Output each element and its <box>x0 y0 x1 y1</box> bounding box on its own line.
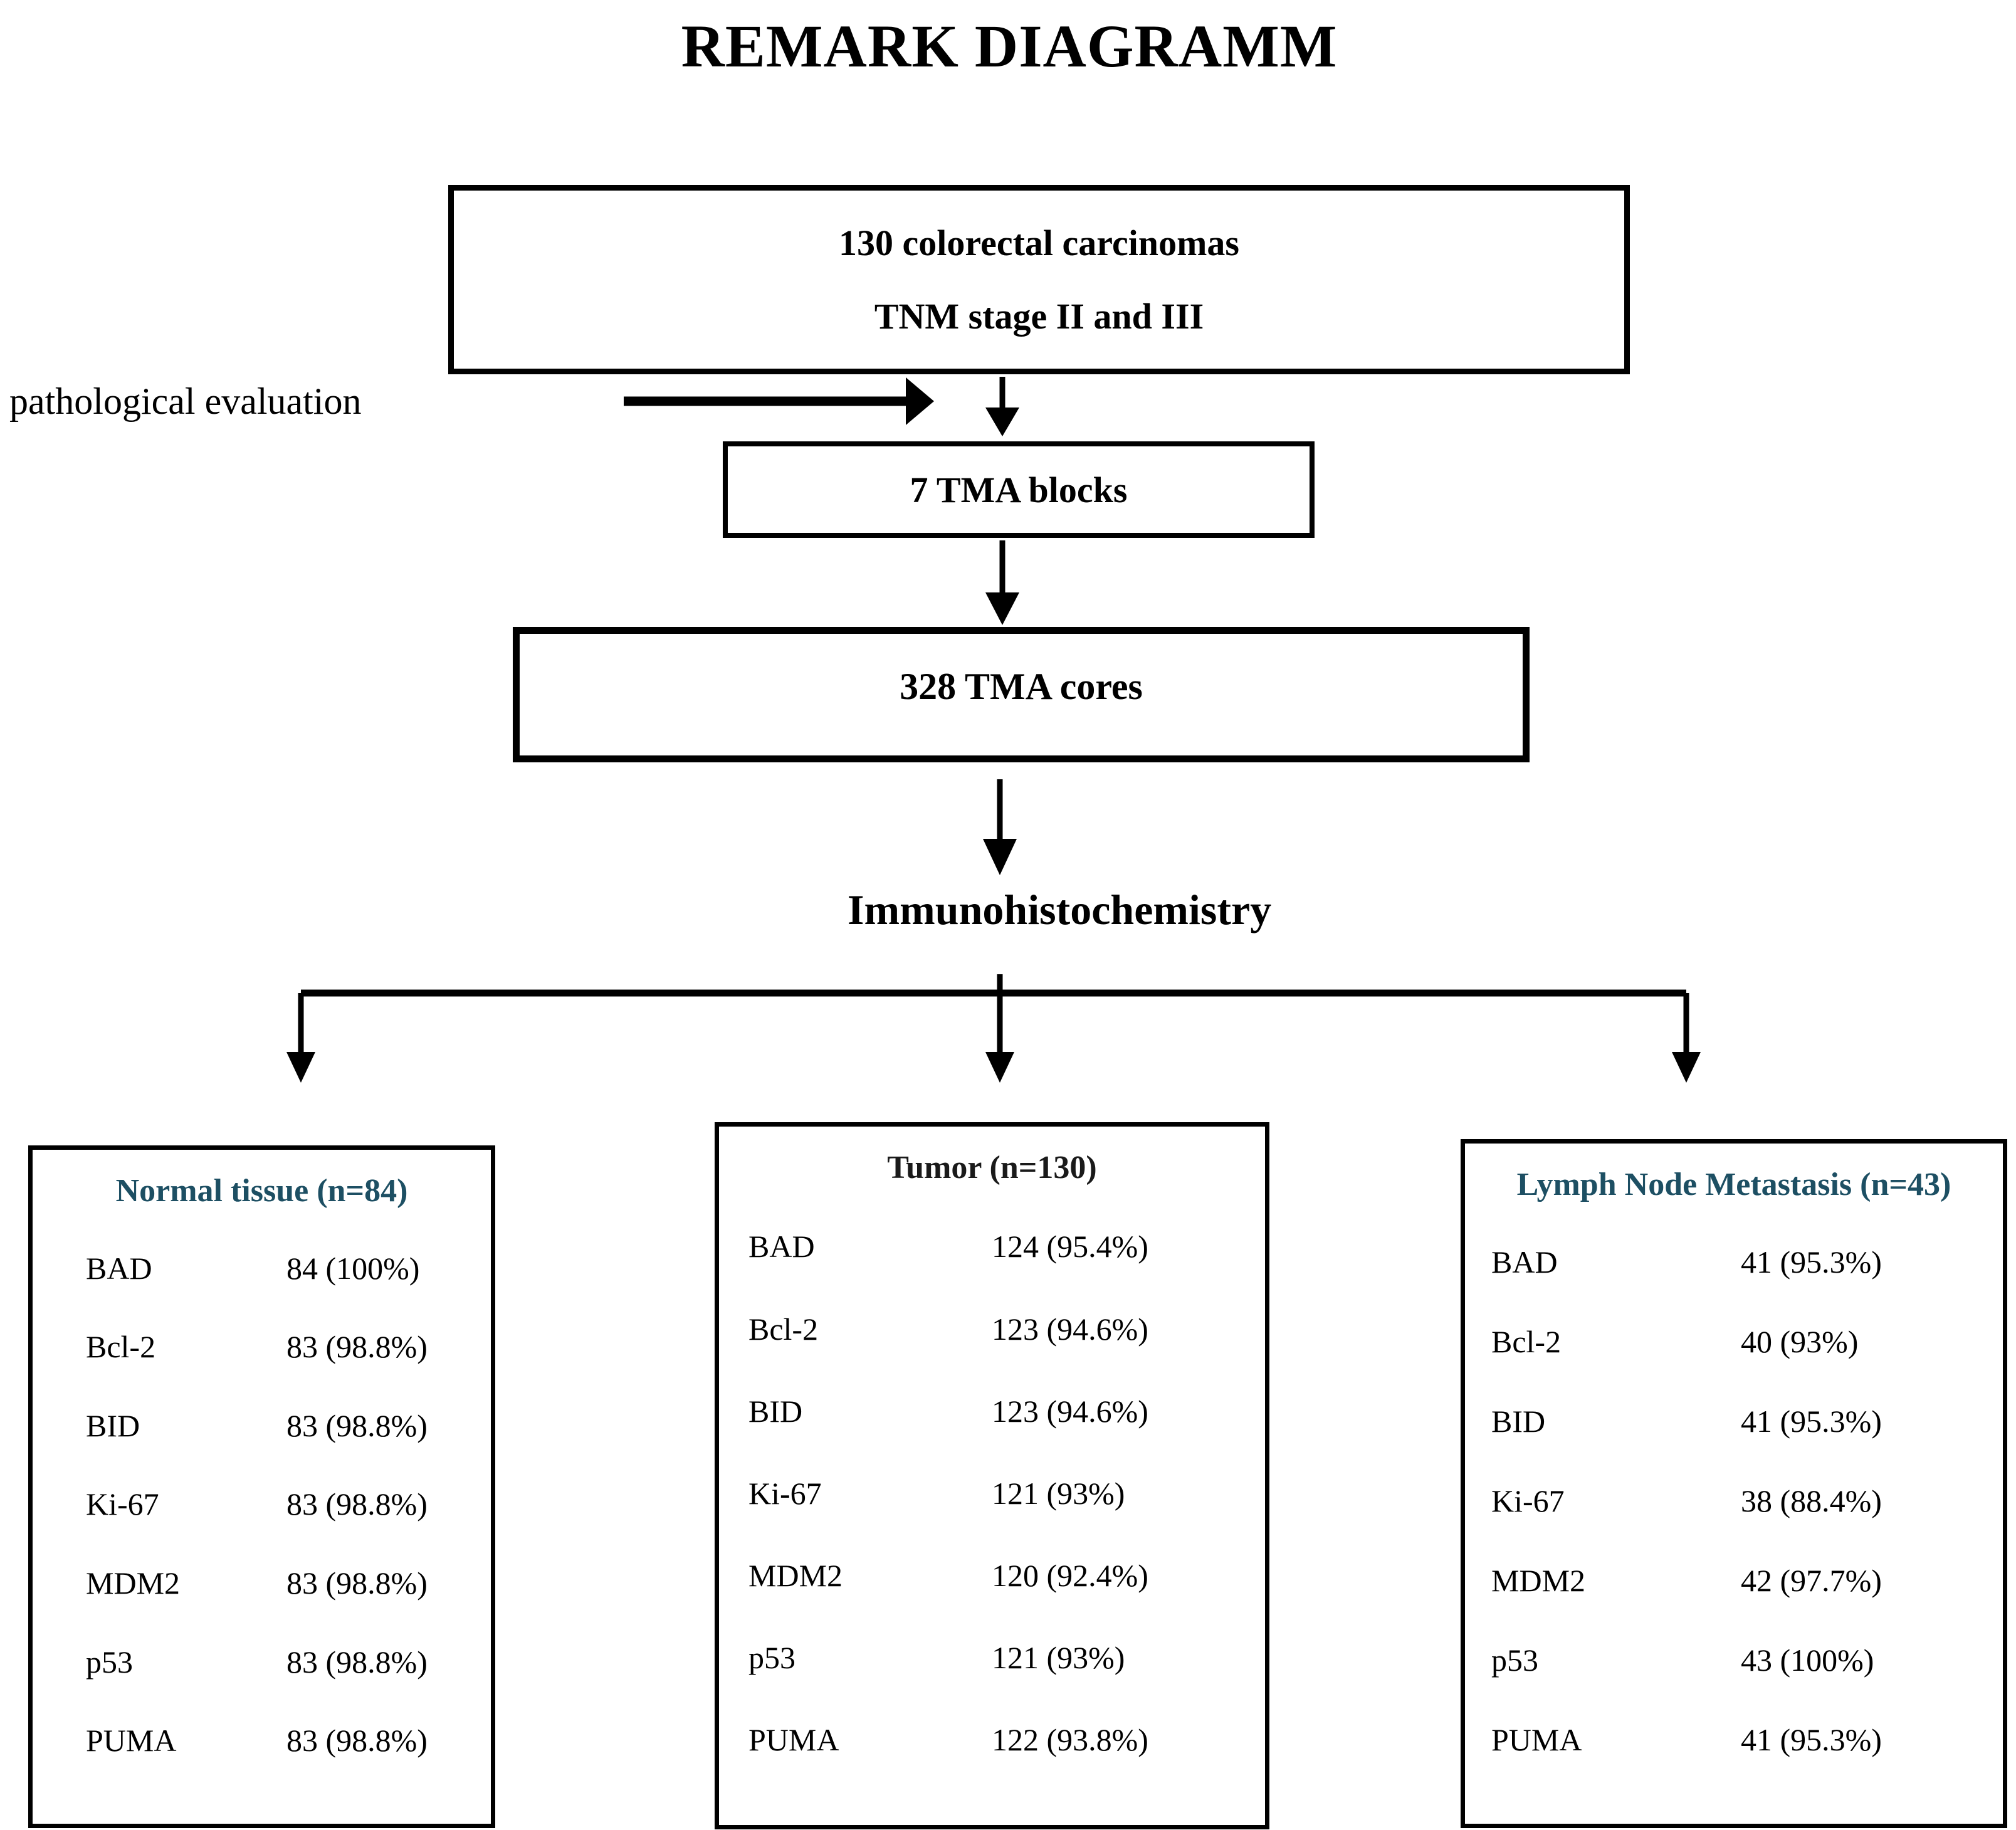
immunohistochemistry-label: Immunohistochemistry <box>848 886 1272 933</box>
marker-value: 83 (98.8%) <box>286 1644 428 1680</box>
tma-cores-label: 328 TMA cores <box>900 665 1143 707</box>
top-box: 130 colorectal carcinomas TNM stage II a… <box>448 185 1630 374</box>
marker-value: 122 (93.8%) <box>992 1722 1148 1758</box>
pathological-evaluation-label: pathological evaluation <box>9 381 362 422</box>
marker-row: PUMA 83 (98.8%) <box>33 1725 478 1756</box>
marker-row: BAD 84 (100%) <box>33 1253 478 1284</box>
marker-row: BAD 41 (95.3%) <box>1465 1246 1990 1278</box>
normal-tissue-panel: Normal tissue (n=84) BAD 84 (100%) Bcl-2 8… <box>28 1145 495 1828</box>
panel-header: Lymph Node Metastasis (n=43) <box>1516 1167 1951 1202</box>
marker-label: Ki-67 <box>1491 1483 1565 1519</box>
marker-label: BAD <box>1491 1244 1558 1280</box>
lymph-node-panel: Lymph Node Metastasis (n=43) BAD 41 (95.3… <box>1461 1139 2007 1828</box>
down-arrow-icon <box>286 1052 315 1083</box>
marker-row: p53 83 (98.8%) <box>33 1646 478 1678</box>
marker-value: 41 (95.3%) <box>1741 1244 1882 1280</box>
marker-label: Bcl-2 <box>748 1311 819 1347</box>
branch-connector <box>286 974 1701 1083</box>
marker-label: BID <box>86 1407 140 1443</box>
marker-row: MDM2 120 (92.4%) <box>719 1560 1252 1591</box>
panel-header: Tumor (n=130) <box>887 1150 1097 1186</box>
marker-rows: BAD 124 (95.4%) Bcl-2 123 (94.6%) BID 123 (… <box>719 1187 1265 1825</box>
marker-label: MDM2 <box>748 1558 843 1594</box>
marker-rows: BAD 84 (100%) Bcl-2 83 (98.8%) BID 83 (98.8… <box>33 1210 491 1824</box>
marker-value: 123 (94.6%) <box>992 1393 1148 1429</box>
marker-label: Bcl-2 <box>1491 1324 1562 1360</box>
marker-row: Bcl-2 83 (98.8%) <box>33 1331 478 1362</box>
marker-value: 121 (93%) <box>992 1475 1125 1511</box>
marker-label: PUMA <box>1491 1722 1582 1758</box>
down-arrow-icon <box>983 779 1017 875</box>
marker-label: MDM2 <box>1491 1563 1586 1599</box>
top-box-line1: 130 colorectal carcinomas <box>839 223 1239 263</box>
marker-value: 84 (100%) <box>286 1250 420 1286</box>
marker-value: 38 (88.4%) <box>1741 1483 1882 1519</box>
tma-blocks-label: 7 TMA blocks <box>910 469 1128 510</box>
marker-value: 83 (98.8%) <box>286 1565 428 1601</box>
marker-value: 83 (98.8%) <box>286 1407 428 1443</box>
marker-row: p53 121 (93%) <box>719 1642 1252 1673</box>
marker-label: PUMA <box>748 1722 839 1758</box>
marker-value: 43 (100%) <box>1741 1643 1874 1678</box>
down-arrow-icon <box>985 1052 1014 1083</box>
marker-value: 42 (97.7%) <box>1741 1563 1882 1599</box>
marker-row: p53 43 (100%) <box>1465 1644 1990 1676</box>
down-arrow-icon <box>985 377 1019 436</box>
down-arrow-icon <box>985 540 1019 625</box>
marker-row: MDM2 83 (98.8%) <box>33 1567 478 1599</box>
marker-label: BAD <box>86 1250 152 1286</box>
marker-value: 41 (95.3%) <box>1741 1722 1882 1758</box>
diagram-title: REMARK DIAGRAMM <box>681 13 1338 80</box>
down-arrow-icon <box>1672 1052 1701 1083</box>
marker-row: Bcl-2 40 (93%) <box>1465 1326 1990 1357</box>
marker-label: PUMA <box>86 1723 177 1759</box>
marker-label: BAD <box>748 1229 815 1265</box>
marker-label: Ki-67 <box>748 1475 822 1511</box>
marker-value: 120 (92.4%) <box>992 1558 1148 1594</box>
marker-row: Ki-67 121 (93%) <box>719 1478 1252 1509</box>
marker-row: Ki-67 38 (88.4%) <box>1465 1485 1990 1517</box>
marker-value: 124 (95.4%) <box>992 1229 1148 1265</box>
right-arrow-icon <box>624 377 934 425</box>
marker-row: Ki-67 83 (98.8%) <box>33 1488 478 1520</box>
marker-label: MDM2 <box>86 1565 181 1601</box>
marker-label: p53 <box>748 1640 795 1676</box>
marker-label: p53 <box>1491 1643 1538 1678</box>
marker-label: p53 <box>86 1644 133 1680</box>
marker-row: BID 41 (95.3%) <box>1465 1406 1990 1437</box>
marker-row: Bcl-2 123 (94.6%) <box>719 1313 1252 1345</box>
tma-blocks-box: 7 TMA blocks <box>723 441 1315 538</box>
marker-value: 83 (98.8%) <box>286 1329 428 1365</box>
marker-label: BID <box>1491 1404 1546 1439</box>
panel-header: Normal tissue (n=84) <box>115 1173 408 1209</box>
marker-label: Bcl-2 <box>86 1329 156 1365</box>
marker-row: MDM2 42 (97.7%) <box>1465 1565 1990 1596</box>
marker-row: BID 123 (94.6%) <box>719 1396 1252 1427</box>
marker-value: 83 (98.8%) <box>286 1723 428 1759</box>
marker-row: PUMA 41 (95.3%) <box>1465 1724 1990 1755</box>
marker-label: BID <box>748 1393 803 1429</box>
tumor-panel: Tumor (n=130) BAD 124 (95.4%) Bcl-2 123 (9… <box>715 1122 1269 1829</box>
marker-value: 83 (98.8%) <box>286 1486 428 1522</box>
top-box-line2: TNM stage II and III <box>874 296 1204 337</box>
marker-value: 41 (95.3%) <box>1741 1404 1882 1439</box>
marker-value: 40 (93%) <box>1741 1324 1859 1360</box>
marker-row: BID 83 (98.8%) <box>33 1410 478 1441</box>
marker-value: 121 (93%) <box>992 1640 1125 1676</box>
marker-row: PUMA 122 (93.8%) <box>719 1724 1252 1755</box>
tma-cores-box: 328 TMA cores <box>513 627 1530 762</box>
marker-row: BAD 124 (95.4%) <box>719 1231 1252 1262</box>
marker-rows: BAD 41 (95.3%) Bcl-2 40 (93%) BID 41 (95.3%… <box>1465 1204 2003 1824</box>
marker-value: 123 (94.6%) <box>992 1311 1148 1347</box>
marker-label: Ki-67 <box>86 1486 159 1522</box>
